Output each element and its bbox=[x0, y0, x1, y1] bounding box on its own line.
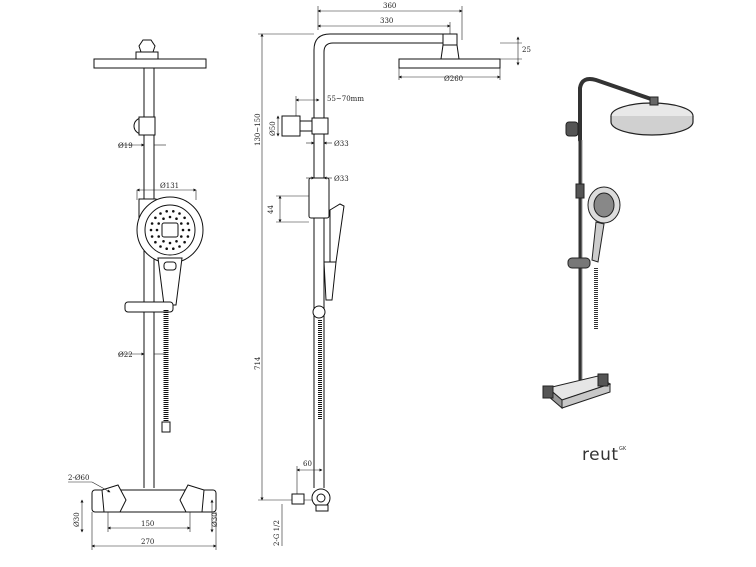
handshower-nozzle bbox=[178, 245, 181, 248]
dim-bracket-diameter: Ø50 bbox=[269, 121, 277, 136]
handshower-nozzle bbox=[150, 222, 154, 225]
side-arm-inner bbox=[323, 42, 455, 88]
handshower-nozzle bbox=[172, 210, 175, 213]
handshower-nozzle bbox=[168, 241, 172, 245]
dim-mixer-spacing: 150 bbox=[141, 520, 154, 528]
front-handshower-center bbox=[161, 222, 179, 238]
side-mixer-core bbox=[316, 493, 326, 503]
handshower-nozzle bbox=[162, 240, 165, 243]
side-outlet bbox=[315, 504, 329, 512]
side-view: Ø260 360 330 25 55~70mm Ø50 Ø33 bbox=[254, 2, 531, 546]
handshower-nozzle bbox=[175, 217, 178, 220]
dim-arm-length-outer: 360 bbox=[383, 2, 396, 10]
dim-wall-offset: 55~70mm bbox=[327, 95, 364, 103]
front-view: Ø19 Ø131 Ø22 2-Ø60 Ø30 Ø3 bbox=[68, 39, 219, 550]
handshower-nozzle bbox=[154, 216, 157, 220]
side-wall-plate bbox=[281, 115, 301, 137]
brand-logo: reut GK bbox=[582, 445, 627, 465]
front-hose-nut bbox=[161, 421, 171, 433]
handshower-nozzle bbox=[157, 222, 160, 225]
dim-hose-connection: 2-Ø60 bbox=[68, 474, 89, 482]
dim-mixer-inlet-left: Ø30 bbox=[73, 512, 81, 527]
dim-pipe-diameter: Ø19 bbox=[118, 142, 133, 150]
handshower-nozzle bbox=[180, 235, 183, 238]
side-overhead-plate bbox=[398, 58, 501, 69]
handshower-nozzle bbox=[175, 240, 178, 243]
side-bracket-clamp bbox=[311, 117, 329, 135]
handshower-nozzle bbox=[181, 228, 185, 232]
persp-head-rim bbox=[610, 116, 694, 136]
handshower-nozzle bbox=[162, 217, 165, 220]
handshower-nozzle bbox=[186, 235, 190, 238]
front-handshower-handle bbox=[157, 257, 183, 306]
handshower-nozzle bbox=[178, 212, 181, 215]
dim-arm-length-inner: 330 bbox=[380, 17, 393, 25]
handshower-nozzle bbox=[183, 216, 186, 220]
persp-lower-slider bbox=[567, 257, 591, 269]
side-arm-end bbox=[442, 33, 458, 46]
side-inlet-left bbox=[291, 493, 305, 505]
side-arm-outer bbox=[313, 33, 455, 88]
front-left-knob bbox=[101, 484, 127, 513]
dim-mixer-inlet-right: Ø30 bbox=[211, 512, 219, 527]
handshower-nozzle bbox=[186, 222, 190, 225]
handshower-nozzle bbox=[180, 222, 183, 225]
dim-rail-upper: Ø33 bbox=[334, 140, 349, 148]
handshower-nozzle bbox=[154, 240, 157, 244]
dim-handshower-diameter: Ø131 bbox=[160, 182, 179, 190]
handshower-nozzle bbox=[187, 228, 191, 232]
dim-head-thickness: 25 bbox=[522, 46, 531, 54]
handshower-nozzle bbox=[165, 210, 168, 213]
handshower-nozzle bbox=[159, 212, 162, 215]
persp-handshower-handle bbox=[591, 221, 605, 263]
side-head-swivel bbox=[440, 44, 460, 60]
dim-inlet-depth: 60 bbox=[303, 460, 312, 468]
handshower-nozzle bbox=[168, 215, 172, 219]
front-ceiling-nut bbox=[138, 39, 156, 53]
handshower-nozzle bbox=[165, 247, 168, 250]
dim-adjust-range: 130~150 bbox=[254, 113, 262, 146]
persp-slider bbox=[575, 183, 585, 199]
side-handshower-head bbox=[329, 203, 345, 263]
side-ball-joint bbox=[312, 305, 326, 319]
front-overhead-shower-plate bbox=[93, 58, 207, 69]
persp-left-knob bbox=[542, 385, 554, 399]
dim-rail-diameter: Ø22 bbox=[118, 351, 133, 359]
brand-name: reut bbox=[582, 445, 619, 465]
dim-head-diameter: Ø260 bbox=[444, 75, 463, 83]
handshower-nozzle bbox=[155, 228, 159, 232]
side-handshower-handle bbox=[323, 261, 337, 301]
front-head-connector bbox=[135, 51, 159, 60]
persp-mixer-front bbox=[561, 383, 611, 409]
handshower-nozzle bbox=[159, 245, 162, 248]
dim-rail-lower: Ø33 bbox=[334, 175, 349, 183]
dim-slider-height: 44 bbox=[267, 205, 275, 214]
front-bracket-clamp bbox=[138, 116, 156, 136]
persp-head-joint bbox=[649, 96, 659, 106]
handshower-nozzle bbox=[183, 240, 186, 244]
handshower-nozzle bbox=[172, 247, 175, 250]
front-handshower-nozzles bbox=[149, 210, 191, 250]
side-upper-slider bbox=[308, 177, 330, 219]
persp-arm bbox=[578, 77, 656, 142]
perspective-view bbox=[542, 77, 694, 410]
persp-wall-bracket bbox=[565, 121, 579, 137]
handshower-nozzle bbox=[150, 235, 154, 238]
dim-overall-height: 714 bbox=[254, 356, 262, 370]
persp-right-knob bbox=[597, 373, 609, 387]
handshower-nozzle bbox=[149, 228, 153, 232]
front-handshower-button bbox=[163, 261, 177, 271]
dim-overall-width: 270 bbox=[141, 538, 154, 546]
brand-superscript: GK bbox=[619, 446, 627, 452]
dim-inlet-thread: 2-G 1/2 bbox=[273, 520, 281, 546]
front-right-knob bbox=[179, 484, 205, 513]
front-lower-slider bbox=[124, 301, 174, 313]
handshower-nozzle bbox=[157, 235, 160, 238]
